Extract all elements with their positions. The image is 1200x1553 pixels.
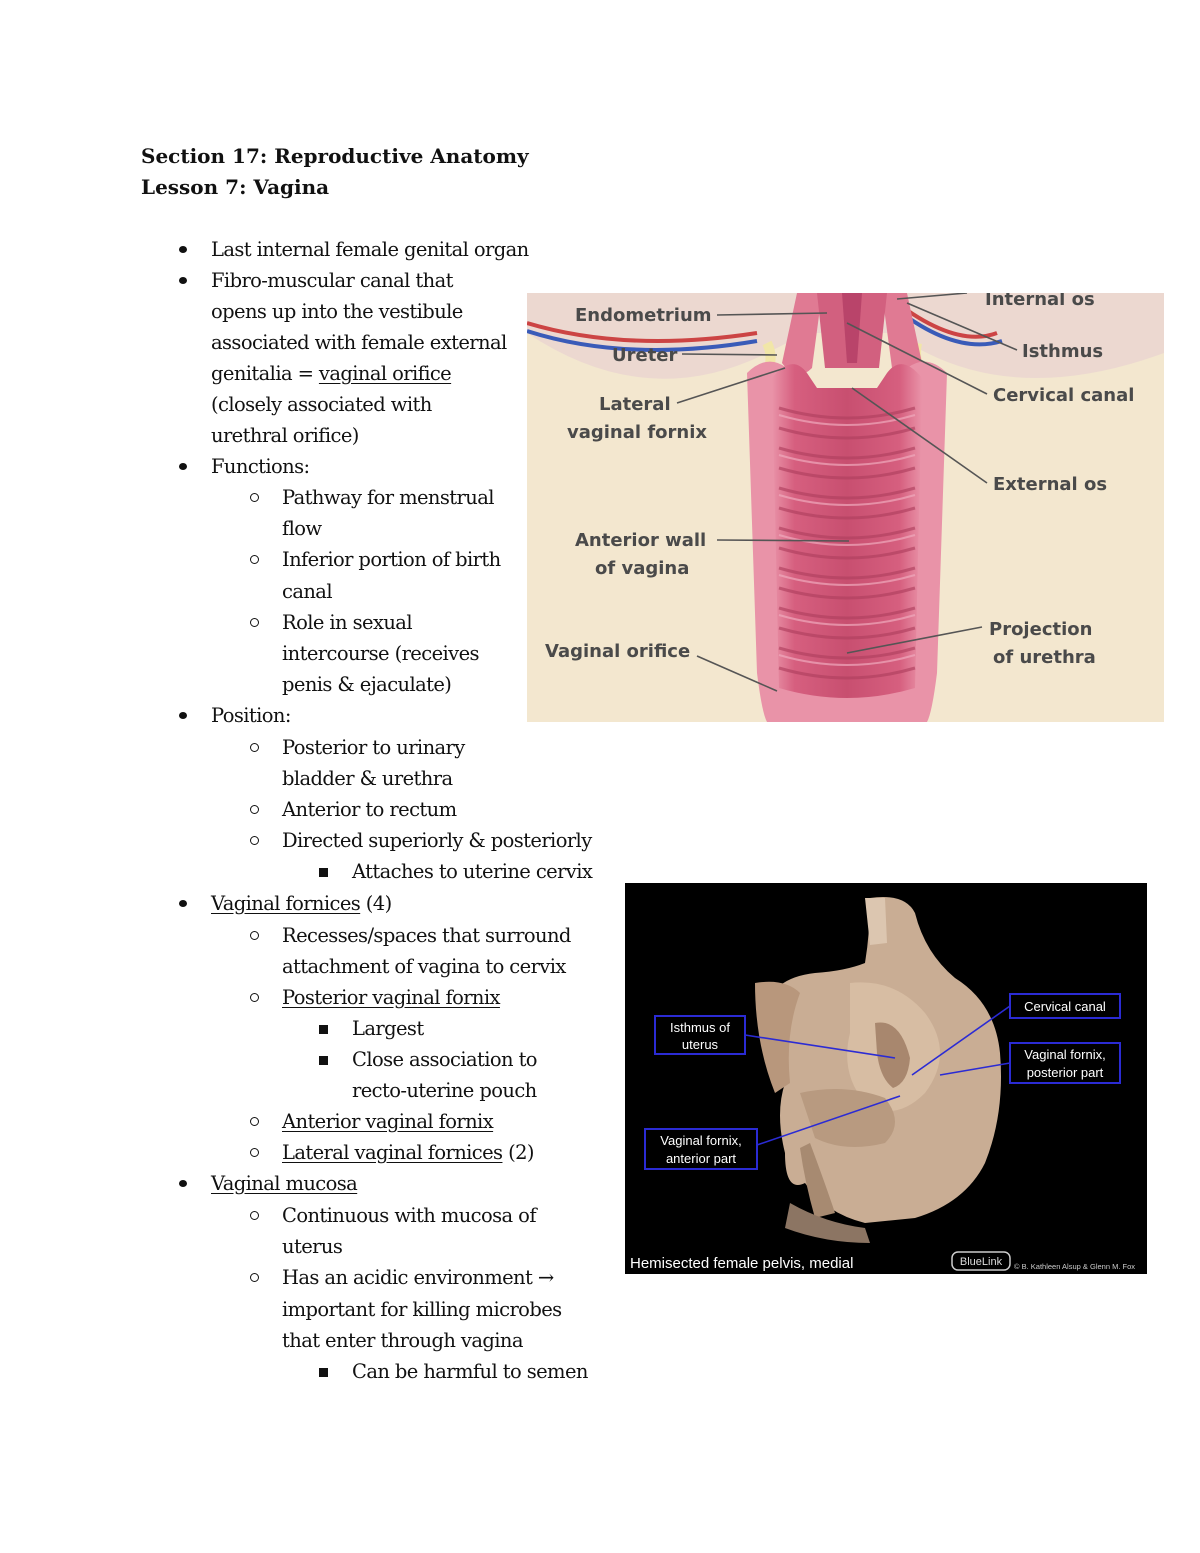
list-item: Position: — [179, 700, 291, 731]
label-fornix-posterior: Vaginal fornix, — [1024, 1047, 1105, 1062]
sub-item: Inferior portion of birth — [250, 544, 501, 575]
sub-item-cont: penis & ejaculate) — [282, 673, 452, 696]
sub-item: Recesses/spaces that surround — [250, 920, 571, 951]
sub-sub-item: Attaches to uterine cervix — [318, 856, 593, 887]
list-item-cont: opens up into the vestibule — [211, 300, 463, 323]
lesson-title: Lesson 7: Vagina — [141, 175, 330, 199]
sub-item: Posterior to urinary — [250, 732, 465, 763]
sub-item-cont: that enter through vagina — [282, 1329, 523, 1352]
list-item-cont: associated with female external — [211, 331, 507, 354]
list-item-cont: genitalia = vaginal orifice — [211, 358, 452, 389]
sub-item-cont: canal — [282, 580, 333, 603]
list-item-vaginal-mucosa: Vaginal mucosa — [178, 1168, 358, 1199]
label-endometrium: Endometrium — [575, 305, 712, 326]
section-title: Section 17: Reproductive Anatomy — [141, 144, 529, 168]
label-projection: Projection — [989, 619, 1092, 640]
list-item-cont: urethral orifice) — [211, 424, 359, 447]
sub-sub-item-cont: recto-uterine pouch — [352, 1079, 537, 1102]
text: (4) — [360, 892, 392, 915]
label-isthmus: Isthmus — [1022, 341, 1103, 362]
term-lateral-fornices: Lateral vaginal fornices — [282, 1141, 503, 1164]
sub-sub-item: Can be harmful to semen — [319, 1356, 588, 1387]
sub-item-anterior-fornix: Anterior vaginal fornix — [249, 1106, 494, 1137]
list-item: Fibro-muscular canal that — [179, 265, 453, 296]
text: (2) — [502, 1141, 534, 1164]
list-item: Last internal female genital organ — [179, 234, 529, 265]
hemisected-pelvis-photo: Isthmus of uterus Cervical canal Vaginal… — [625, 883, 1147, 1274]
sub-item-cont: bladder & urethra — [282, 767, 453, 790]
label-anterior-wall: Anterior wall — [575, 530, 706, 551]
list-item-cont: (closely associated with — [211, 393, 432, 416]
bluelink-logo-text: BlueLink — [960, 1256, 1003, 1268]
sub-item-posterior-fornix: Posterior vaginal fornix — [250, 982, 501, 1013]
label-cervical-canal: Cervical canal — [1024, 999, 1106, 1014]
sub-item: Lateral vaginal fornices (2) — [250, 1137, 534, 1168]
label-anterior-part: anterior part — [666, 1151, 736, 1166]
label-cervical-canal: Cervical canal — [993, 385, 1134, 406]
text: genitalia = — [211, 362, 319, 385]
sub-item-cont: attachment of vagina to cervix — [282, 955, 566, 978]
label-lateral: Lateral — [599, 394, 671, 415]
label-external-os: External os — [993, 474, 1107, 495]
vagina-anatomy-illustration: Endometrium Ureter Lateral vaginal forni… — [527, 293, 1164, 722]
sub-item: Directed superiorly & posteriorly — [250, 825, 592, 856]
sub-sub-item: Close association to — [319, 1044, 538, 1075]
sub-item: Continuous with mucosa of — [250, 1200, 537, 1231]
sub-item-cont: intercourse (receives — [282, 642, 480, 665]
illustration-canvas: Endometrium Ureter Lateral vaginal forni… — [527, 293, 1164, 722]
label-uterus: uterus — [682, 1037, 719, 1052]
sub-item-cont: uterus — [282, 1235, 343, 1258]
bluelink-logo — [951, 1251, 1011, 1271]
photo-canvas: Isthmus of uterus Cervical canal Vaginal… — [625, 883, 1147, 1274]
term-vaginal-orifice: vaginal orifice — [318, 362, 452, 385]
photo-caption: Hemisected female pelvis, medial — [630, 1255, 853, 1272]
label-of-vagina: of vagina — [595, 558, 689, 579]
list-item: Functions: — [179, 451, 310, 482]
sub-item: Has an acidic environment → — [250, 1262, 554, 1293]
label-vaginal-fornix: vaginal fornix — [567, 422, 707, 443]
sub-item-cont: important for killing microbes — [282, 1298, 562, 1321]
sub-item: Role in sexual — [250, 607, 413, 638]
sub-item: Pathway for menstrual — [250, 482, 494, 513]
list-item: Vaginal fornices (4) — [179, 888, 392, 919]
notes-list: Last internal female genital organ Fibro… — [178, 234, 593, 1387]
sub-item-cont: flow — [282, 517, 322, 540]
label-internal-os: Internal os — [985, 293, 1095, 310]
label-posterior-part: posterior part — [1027, 1065, 1104, 1080]
label-isthmus-of: Isthmus of — [670, 1020, 730, 1035]
photo-credit: © B. Kathleen Alsup & Glenn M. Fox — [1014, 1262, 1135, 1271]
label-of-urethra: of urethra — [993, 647, 1096, 668]
label-fornix-anterior: Vaginal fornix, — [660, 1133, 741, 1148]
label-vaginal-orifice: Vaginal orifice — [545, 641, 690, 662]
sub-item: Anterior to rectum — [249, 794, 457, 825]
term-vaginal-fornices: Vaginal fornices — [211, 892, 361, 915]
sub-sub-item: Largest — [319, 1013, 424, 1044]
label-ureter: Ureter — [612, 345, 678, 366]
